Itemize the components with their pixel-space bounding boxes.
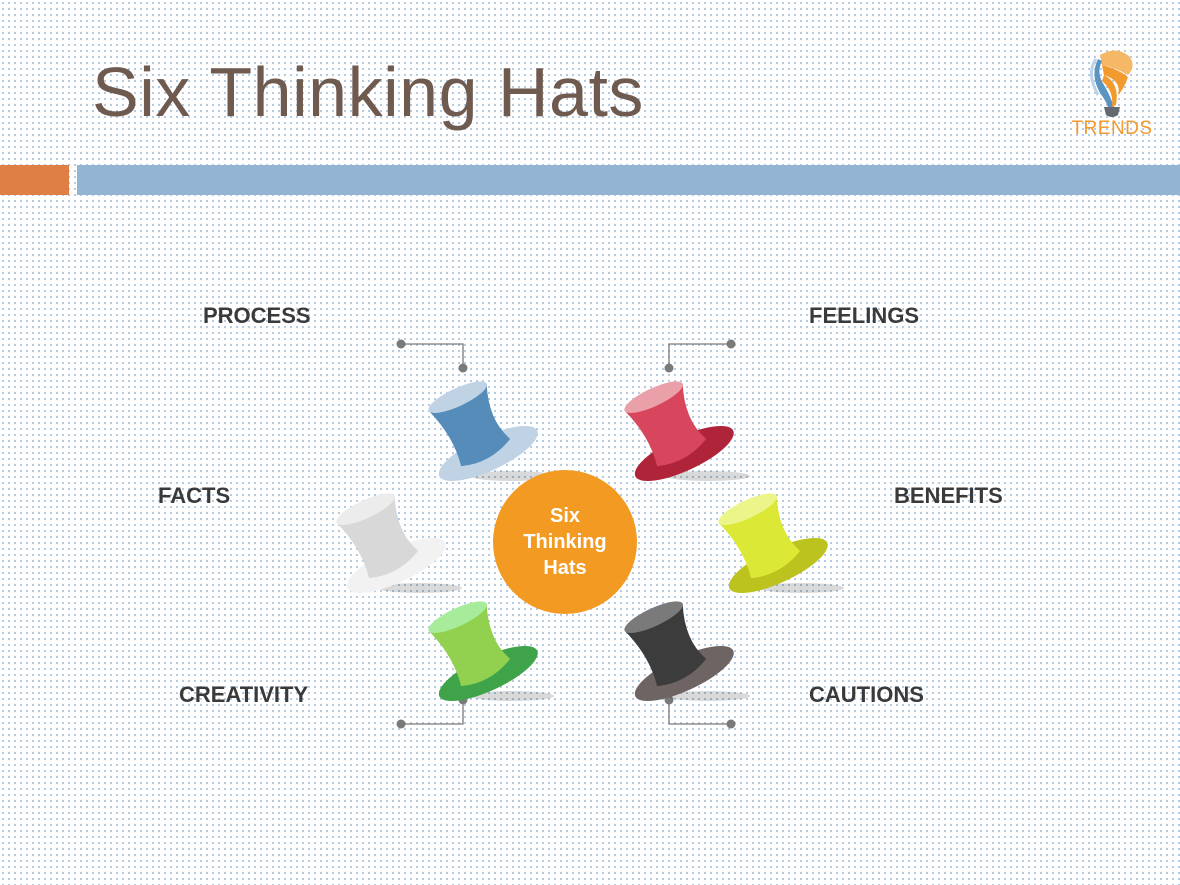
trends-logo: TRENDS bbox=[1062, 45, 1162, 140]
center-circle: Six Thinking Hats bbox=[493, 470, 637, 614]
connector-process bbox=[401, 343, 464, 368]
accent-bar-blue bbox=[77, 165, 1180, 195]
hat-facts-icon bbox=[336, 493, 462, 594]
hat-cautions-icon bbox=[624, 601, 750, 702]
accent-bar-orange bbox=[0, 165, 69, 195]
label-benefits: BENEFITS bbox=[894, 483, 1003, 508]
connector-creativity bbox=[401, 700, 464, 725]
label-facts: FACTS bbox=[158, 483, 231, 508]
hat-creativity-icon bbox=[428, 601, 554, 702]
label-cautions: CAUTIONS bbox=[809, 682, 924, 707]
label-process: PROCESS bbox=[203, 303, 311, 328]
center-label: Six Thinking Hats bbox=[523, 505, 607, 579]
hat-process-icon bbox=[428, 381, 554, 482]
hat-benefits-icon bbox=[718, 493, 844, 594]
label-feelings: FEELINGS bbox=[809, 303, 920, 328]
label-creativity: CREATIVITY bbox=[179, 682, 309, 707]
logo-text: TRENDS bbox=[1071, 118, 1153, 139]
slide-title: Six Thinking Hats bbox=[92, 53, 644, 131]
connector-cautions bbox=[668, 700, 731, 725]
connector-feelings bbox=[668, 343, 731, 368]
lightbulb-icon bbox=[1090, 50, 1133, 117]
hat-feelings-icon bbox=[624, 381, 750, 482]
